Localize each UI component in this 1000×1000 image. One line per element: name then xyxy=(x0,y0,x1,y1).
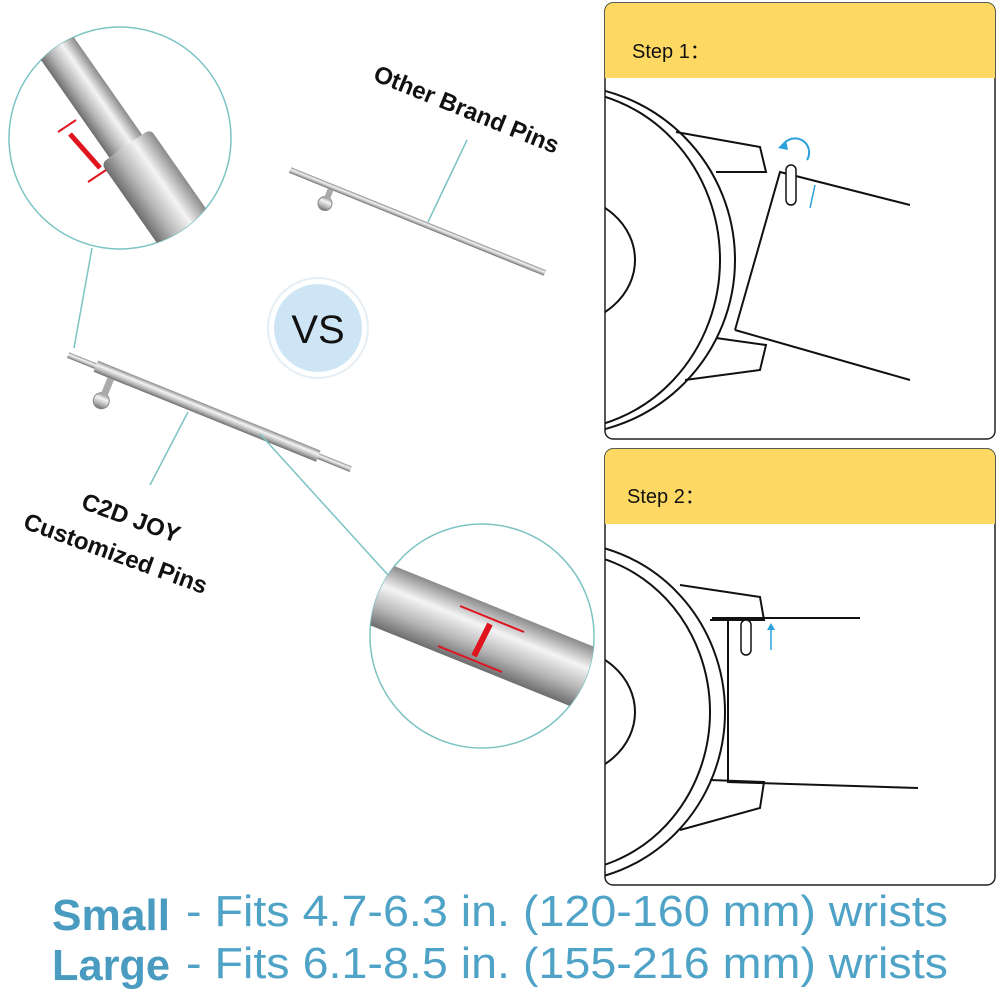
watch-illustration-step-2 xyxy=(605,541,919,883)
size-desc: - Fits 4.7-6.3 in. (120-160 mm) wrists xyxy=(186,887,948,936)
size-large-row: Large - Fits 6.1-8.5 in. (155-216 mm) wr… xyxy=(52,939,948,990)
pin-tip-zoom-circle xyxy=(8,26,232,349)
size-small-row: Small - Fits 4.7-6.3 in. (120-160 mm) wr… xyxy=(52,887,948,940)
size-name: Large xyxy=(52,941,170,990)
c2d-joy-pin: C2D JOY Customized Pins xyxy=(20,352,389,600)
step-1-title: Step 1： xyxy=(632,41,710,63)
step-1-panel: Step 1： xyxy=(604,2,996,440)
watch-illustration-step-1 xyxy=(605,84,911,436)
vs-badge: VS xyxy=(267,277,369,379)
red-arrow-icon xyxy=(437,605,525,673)
red-arrow-icon xyxy=(57,119,107,183)
other-brand-pin: Other Brand Pins xyxy=(288,61,563,276)
vs-text: VS xyxy=(291,308,344,352)
step-2-title: Step 2： xyxy=(627,486,705,508)
other-brand-label: Other Brand Pins xyxy=(370,61,563,160)
size-desc: - Fits 6.1-8.5 in. (155-216 mm) wrists xyxy=(186,939,948,988)
pin-body-zoom-circle xyxy=(369,523,595,749)
size-name: Small xyxy=(52,891,170,940)
step-2-panel: Step 2： xyxy=(604,448,996,886)
